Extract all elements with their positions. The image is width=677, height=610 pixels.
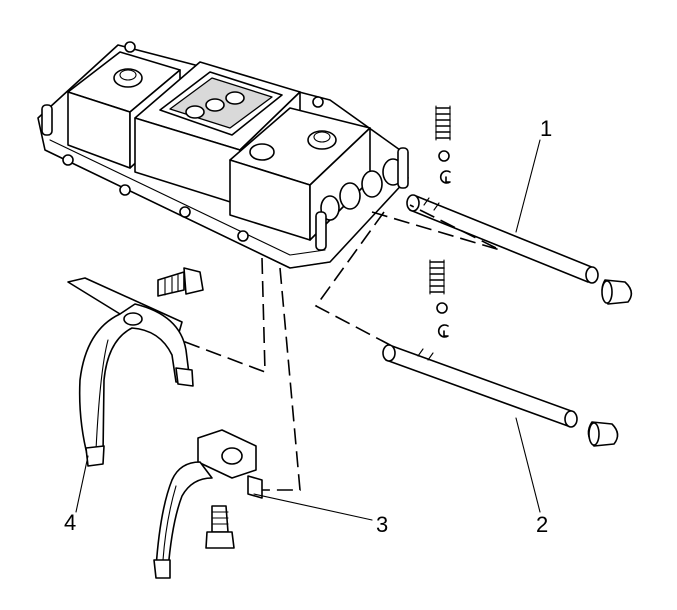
shift-fork-small — [153, 429, 263, 579]
interlock-pin-lower — [437, 324, 449, 338]
detent-spring-upper — [435, 105, 451, 141]
interlock-pin-upper — [439, 170, 451, 184]
callout-1: 1 — [540, 116, 552, 141]
fork-bolt-upper — [157, 267, 204, 297]
shift-fork-large — [67, 277, 194, 467]
callout-2: 2 — [536, 512, 548, 537]
fork-bolt-lower — [205, 505, 235, 549]
callout-3: 3 — [376, 512, 388, 537]
detent-spring-lower — [429, 259, 445, 295]
shift-rail-lower — [382, 344, 578, 428]
detent-ball-lower — [436, 302, 448, 314]
leader-lines — [75, 139, 541, 521]
detent-ball-upper — [438, 150, 450, 162]
callout-4: 4 — [64, 510, 76, 535]
shift-rail-upper — [406, 194, 599, 284]
alignment-lines — [147, 204, 501, 491]
shift-cover-housing — [37, 41, 409, 269]
